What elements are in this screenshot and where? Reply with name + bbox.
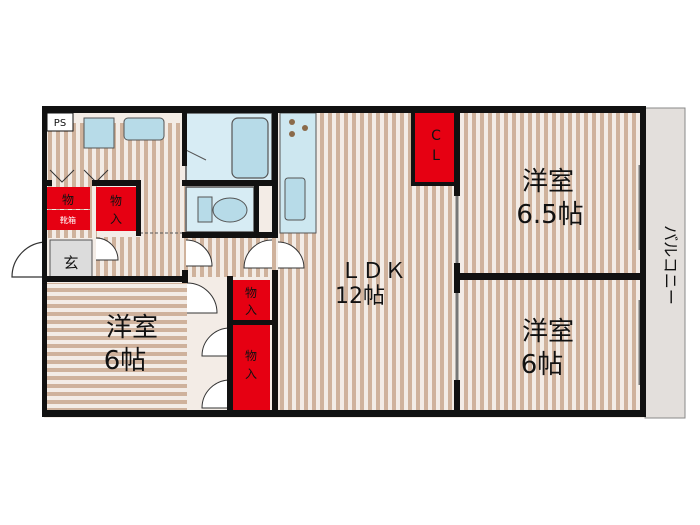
shoe-box-block xyxy=(47,210,90,230)
door-swing-5 xyxy=(185,239,213,267)
room-ldk-name: ＬＤＫ xyxy=(340,259,406,284)
door-swing-3 xyxy=(201,379,231,409)
wash-basin xyxy=(123,117,165,141)
entrance-label: 玄 xyxy=(63,254,78,272)
storage-d-label-1: 物 xyxy=(245,349,257,363)
stove-burner-3 xyxy=(289,131,295,137)
storage-b-label-2: 入 xyxy=(110,212,122,226)
door-swing-9 xyxy=(49,169,75,183)
door-swing-6 xyxy=(277,241,305,269)
storage-c-label-2: 入 xyxy=(245,303,257,317)
balcony-area xyxy=(644,107,686,419)
closet-label-c: C xyxy=(431,128,441,144)
ps-label: PS xyxy=(54,118,66,129)
storage-c-block xyxy=(232,280,270,320)
storage-d-label-2: 入 xyxy=(245,367,257,381)
washing-machine xyxy=(83,117,115,149)
door-swing-1 xyxy=(186,282,218,314)
storage-b-block xyxy=(96,187,136,231)
closet-block xyxy=(414,113,457,185)
storage-c-label-1: 物 xyxy=(245,286,257,300)
toilet-tank xyxy=(197,196,213,223)
hall-mid xyxy=(140,183,185,238)
storage-d-block xyxy=(232,325,270,410)
closet-label-l: L xyxy=(432,148,440,164)
room-western-6-left-size: 6帖 xyxy=(104,346,147,376)
room-western-6-right-name: 洋室 xyxy=(522,317,574,347)
storage-a-label: 物 xyxy=(62,193,74,207)
storage-a-block xyxy=(47,187,90,209)
room-western-6-right-size: 6帖 xyxy=(521,350,564,380)
room-western-6-left-name: 洋室 xyxy=(106,313,158,343)
bathtub xyxy=(231,117,269,179)
room-western-65 xyxy=(460,113,640,273)
stove-burner-2 xyxy=(302,125,308,131)
door-swing-4 xyxy=(243,239,273,269)
entrance xyxy=(49,239,93,281)
room-western-65-size: 6.5帖 xyxy=(516,200,583,230)
kitchen-sink xyxy=(284,177,306,221)
door-swing-7 xyxy=(95,237,119,261)
shoe-box-label: 靴箱 xyxy=(60,215,76,225)
stove-burner-1 xyxy=(289,119,295,125)
room-western-6-left xyxy=(47,283,187,410)
room-western-65-name: 洋室 xyxy=(522,167,574,197)
door-swing-2 xyxy=(201,327,231,357)
room-western-6-right xyxy=(460,280,640,410)
balcony-label: バルコニー xyxy=(661,225,680,305)
room-ldk-size: 12帖 xyxy=(335,284,385,309)
entrance-door-swing xyxy=(11,241,48,278)
walls xyxy=(42,106,646,417)
storage-b-label-1: 物 xyxy=(110,194,122,208)
ps-box xyxy=(46,112,74,132)
toilet-bowl xyxy=(212,197,248,223)
